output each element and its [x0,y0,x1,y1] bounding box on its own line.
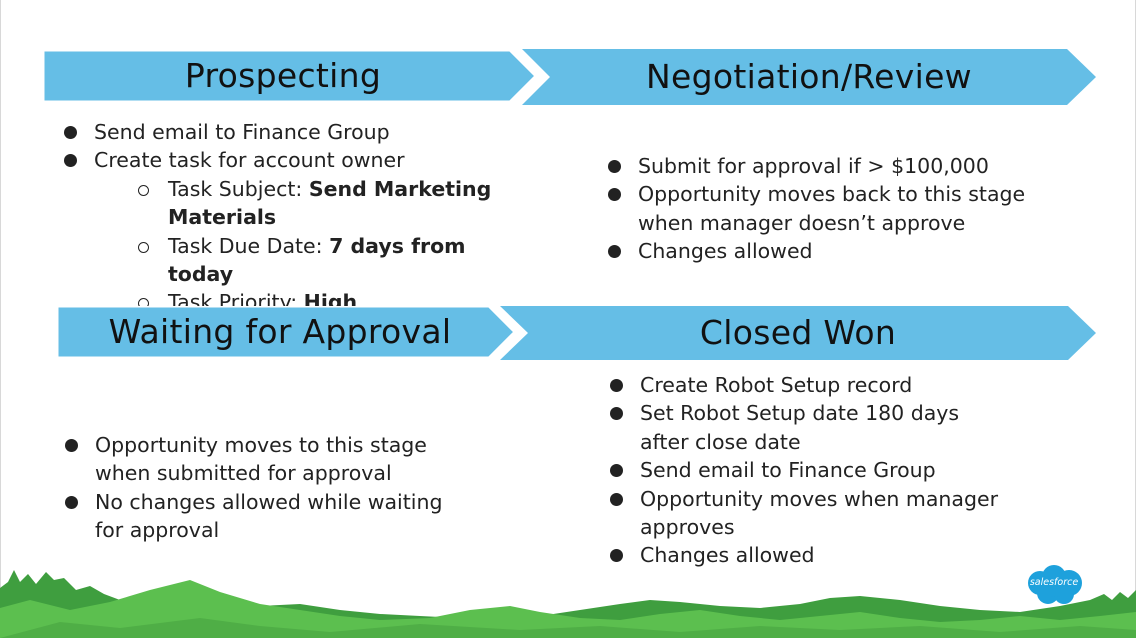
closed-won-title: Closed Won [699,313,897,352]
list-item: Send email to Finance Group [608,456,1028,484]
closed-won-bullet-list: Create Robot Setup record Set Robot Setu… [608,371,1028,570]
waiting-title: Waiting for Approval [108,312,452,351]
bullet-icon [65,439,78,452]
closed-won-chevron-shape [500,306,1096,360]
bullet-icon [610,464,623,478]
logo-text: salesforce [1029,577,1079,588]
list-item: Opportunity moves when manager approves [608,485,1035,542]
prospecting-title: Prospecting [184,56,382,95]
negotiation-bullet-list: Submit for approval if > $100,000 Opport… [606,152,1026,266]
bullet-icon [65,495,78,509]
list-item: Create task for account owner Task Subje… [62,146,532,316]
bullet-icon [608,160,621,173]
bullet-icon [64,154,77,168]
list-item: Set Robot Setup date 180 days after clos… [608,399,980,456]
closed-won-banner: Closed Won [498,306,1098,360]
waiting-banner: Waiting for Approval [57,306,519,358]
task-details-list: Task Subject: Send Marketing Materials T… [94,175,532,317]
prospecting-banner: Prospecting [43,50,540,102]
prospecting-bullet-list: Send email to Finance Group Create task … [62,118,532,317]
list-item: Task Due Date: 7 days from today [136,232,532,289]
waiting-bullet-list: Opportunity moves to this stage when sub… [63,431,453,545]
bullet-icon [64,126,77,139]
list-item: Opportunity moves to this stage when sub… [63,431,453,488]
bullet-icon [610,407,623,421]
list-item: Create Robot Setup record [608,371,1028,399]
bullet-icon [608,245,621,259]
list-item: Changes allowed [606,237,1026,265]
negotiation-title: Negotiation/Review [646,57,972,96]
prospecting-chevron-shape [43,50,539,102]
salesforce-logo: salesforce [1024,563,1084,607]
sub-bullet-icon [138,184,149,196]
cloud-icon [1028,565,1082,604]
mountains-decoration [0,570,1136,638]
bullet-icon [610,549,623,563]
list-item: Task Subject: Send Marketing Materials [136,175,532,232]
list-item: Send email to Finance Group [62,118,532,146]
list-item: Opportunity moves back to this stage whe… [606,180,1026,237]
negotiation-chevron-shape [522,49,1096,105]
sub-bullet-icon [138,241,149,253]
list-item: No changes allowed while waiting for app… [63,488,453,545]
list-item: Submit for approval if > $100,000 [606,152,1026,180]
list-item: Changes allowed [608,541,1028,569]
bullet-icon [610,492,623,506]
negotiation-banner: Negotiation/Review [520,49,1098,105]
bullet-icon [610,379,623,392]
bullet-icon [608,188,621,202]
waiting-chevron-shape [57,306,518,358]
